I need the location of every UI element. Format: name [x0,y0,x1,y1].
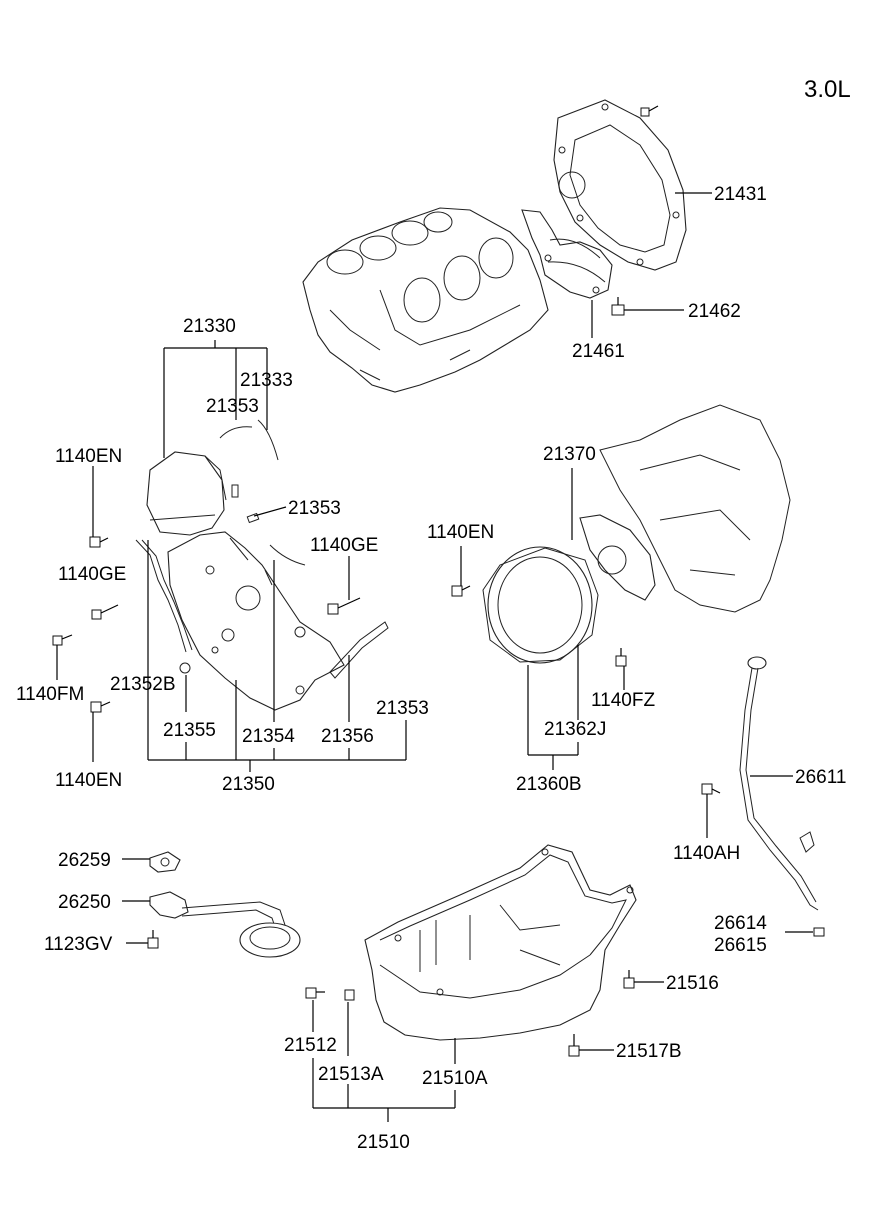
label-21461: 21461 [572,341,625,362]
engine-block-rear [599,404,791,613]
oil-level-gauge [739,656,819,911]
label-1140ge-left: 1140GE [58,564,126,585]
label-21362j: 21362J [544,719,606,740]
bolt-1140en-lower [90,701,111,713]
label-26250: 26250 [58,892,111,913]
cylinder-block [302,207,549,393]
strainer-gasket [149,851,181,873]
bolt-1140en-right [451,585,471,597]
bolt-21516 [623,970,635,989]
label-21356: 21356 [321,726,374,747]
label-1140ge-right: 1140GE [310,535,378,556]
rear-oil-seal-housing [579,514,656,601]
bolt-21512 [305,987,325,999]
upper-timing-cover [146,451,227,536]
oil-strainer [149,891,301,958]
label-26611: 26611 [795,767,846,788]
seal-strips [219,419,279,524]
label-21353-mid: 21353 [288,498,341,519]
label-1140en-right: 1140EN [427,522,494,543]
label-26615: 26615 [714,935,767,956]
label-26614: 26614 [714,913,767,934]
bolt-1140ge-left [91,604,119,620]
oil-pan [364,844,637,1041]
label-21512: 21512 [284,1035,337,1056]
label-1140en-lower: 1140EN [55,770,122,791]
lower-timing-cover [167,531,345,711]
label-1140en-upper: 1140EN [55,446,122,467]
drain-plug-21513a [344,989,355,1001]
bolt-1123gv [147,930,159,949]
label-21370: 21370 [543,444,596,465]
bolt-21517b [568,1034,580,1057]
bolt-1140en-left [89,536,109,548]
label-21510: 21510 [357,1132,410,1153]
bolt-1140ge-right [327,597,361,615]
oil-seal-case [521,209,613,299]
bolt-1140fm [52,634,73,646]
label-21516: 21516 [666,973,719,994]
label-21360b: 21360B [516,774,582,795]
label-1140ah: 1140AH [673,843,740,864]
rear-oil-seal-ring [482,546,599,664]
label-1140fz: 1140FZ [591,690,655,711]
label-1123gv: 1123GV [44,934,113,955]
engine-displacement-label: 3.0L [804,76,851,103]
label-21354: 21354 [242,726,295,747]
label-21431: 21431 [714,184,767,205]
bolt-21462 [611,297,625,316]
label-21355: 21355 [163,720,216,741]
label-21462: 21462 [688,301,741,322]
label-21353-top: 21353 [206,396,259,417]
label-21353-right: 21353 [376,698,429,719]
label-21333: 21333 [240,370,293,391]
plate-bolt [640,105,659,117]
label-21513a: 21513A [318,1064,384,1085]
dipstick-tube-seal [813,927,825,937]
label-21330: 21330 [183,316,236,337]
label-1140fm: 1140FM [16,684,84,705]
bolt-1140ah [701,783,721,795]
rear-plate [553,99,687,271]
label-21510a: 21510A [422,1068,488,1089]
label-21350: 21350 [222,774,275,795]
bolt-1140fz [615,648,627,667]
label-26259: 26259 [58,850,111,871]
label-21352b: 21352B [110,674,176,695]
label-21517b: 21517B [616,1041,682,1062]
